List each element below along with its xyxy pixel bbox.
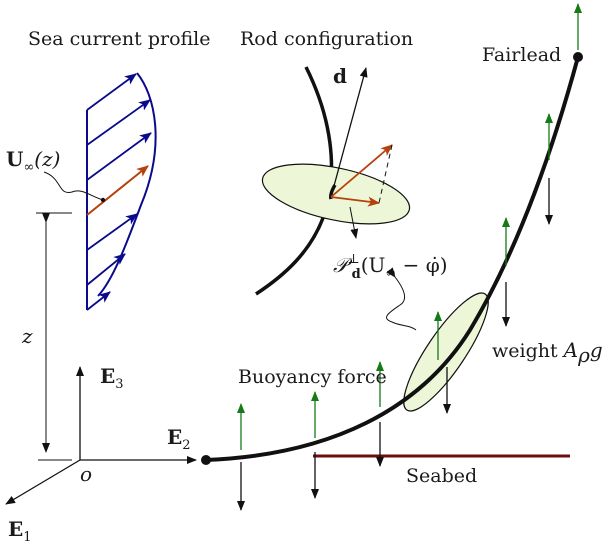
current-arrow [86,132,152,181]
sea-current-profile-title: Sea current profile [28,28,211,50]
e1-label: E1 [8,517,32,545]
current-arrow [86,73,137,111]
z-dimension: z [21,212,72,461]
projection-pointer [349,206,359,239]
current-arrows [86,73,152,311]
cross-section-disc [261,163,411,225]
anchor-point [201,455,211,465]
u-inf-label: U∞(z) [6,147,60,175]
e3-label: E3 [100,364,124,392]
current-arrow [86,253,126,286]
buoyancy-force-label: Buoyancy force [238,366,387,388]
rod-configuration: d [255,64,411,296]
mooring-line: Seabed Fairlead Buoyancy force weight Aρ… [201,3,603,511]
coordinate-frame: E3 E2 E1 o [5,364,197,545]
u-inf-leader [43,171,104,201]
buoyancy-arrows [237,3,582,450]
weight-label: weight Aρg [492,338,603,367]
profile-envelope [97,72,157,297]
weight-arrows [237,178,553,511]
e2-label: E2 [167,425,191,453]
projection-guide [378,144,393,204]
current-arrow [86,291,111,311]
projection-leader [386,267,417,331]
fairlead-point [573,52,583,62]
mooring-cable [205,56,580,462]
origin-label: o [80,462,92,486]
current-profile [43,72,157,311]
z-label: z [21,324,33,348]
rod-configuration-title: Rod configuration [240,28,413,50]
svg-text:𝒫⊥d(U∞ − φ̇): 𝒫⊥d(U∞ − φ̇) [333,252,448,282]
projection-label: 𝒫⊥d(U∞ − φ̇) [333,252,448,331]
seabed-label: Seabed [406,465,477,487]
d-label: d [333,64,347,88]
fairlead-label: Fairlead [482,44,561,66]
current-arrow [86,213,138,251]
e1-axis [5,459,81,505]
highlight-current-arrow [86,165,149,216]
svg-text:U∞(z): U∞(z) [6,147,60,175]
projected-velocity-arrow [330,196,380,207]
relative-velocity-arrow [330,144,393,198]
d-vector [330,67,368,198]
current-arrow [86,99,151,146]
